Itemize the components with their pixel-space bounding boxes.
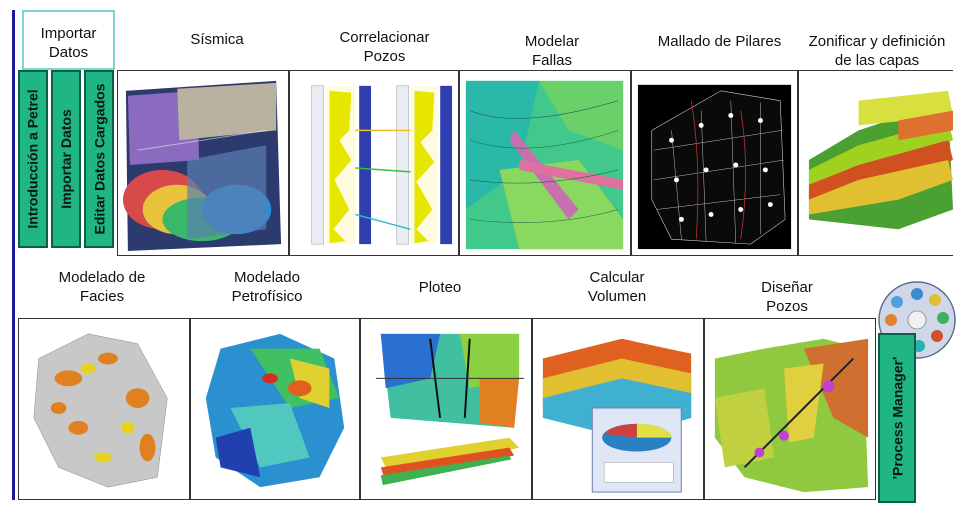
header-modelar-fallas: Modelar Fallas: [524, 33, 580, 69]
tab-importar-datos[interactable]: Importar Datos: [51, 70, 81, 248]
fallas-image: [460, 71, 630, 255]
tab-process-manager[interactable]: 'Process Manager': [878, 333, 916, 503]
header-mallado-pilares: Mallado de Pilares: [657, 33, 782, 50]
disenar-image: [705, 319, 875, 499]
header-disenar-pozos: Diseñar Pozos: [761, 279, 813, 315]
panel-facies[interactable]: [18, 318, 190, 500]
panel-zonificar[interactable]: [798, 70, 953, 256]
petrofisico-image: [191, 319, 359, 499]
panel-sismica[interactable]: [117, 70, 289, 256]
zonificar-image: [799, 71, 953, 255]
workflow-diagram: Importar Datos Sísmica Correlacionar Poz…: [12, 10, 956, 503]
header-correlacionar-pozos: Correlacionar Pozos: [339, 29, 430, 65]
correlacionar-image: [290, 71, 458, 255]
header-modelado-petrofisico: Modelado Petrofísico: [231, 269, 303, 305]
tab-editar-datos[interactable]: Editar Datos Cargados: [84, 70, 114, 248]
mallado-image: [632, 71, 797, 255]
panel-ploteo[interactable]: [360, 318, 532, 500]
tab-editar-label: Editar Datos Cargados: [91, 83, 107, 235]
left-border: [12, 10, 15, 500]
importar-datos-header-box: [22, 10, 115, 70]
tab-introduccion-label: Introducción a Petrel: [25, 89, 41, 229]
header-modelado-facies: Modelado de Facies: [58, 269, 146, 305]
tab-introduccion-petrel[interactable]: Introducción a Petrel: [18, 70, 48, 248]
header-importar-datos: Importar Datos: [40, 25, 97, 61]
panel-mallado[interactable]: [631, 70, 798, 256]
ploteo-image: [361, 319, 531, 499]
panel-correlacionar[interactable]: [289, 70, 459, 256]
tab-process-manager-label: 'Process Manager': [889, 356, 906, 480]
facies-image: [19, 319, 189, 499]
panel-calcular-volumen[interactable]: [532, 318, 704, 500]
panel-petrofisico[interactable]: [190, 318, 360, 500]
sismica-image: [118, 71, 288, 255]
header-calcular-volumen: Calcular Volumen: [587, 269, 647, 305]
header-ploteo: Ploteo: [418, 279, 462, 296]
volumen-image: [533, 319, 703, 499]
header-zonificar: Zonificar y definición de las capas: [808, 33, 946, 69]
header-sismica: Sísmica: [190, 31, 244, 48]
panel-disenar-pozos[interactable]: [704, 318, 876, 500]
tab-importar-label: Importar Datos: [58, 109, 75, 209]
panel-modelar-fallas[interactable]: [459, 70, 631, 256]
